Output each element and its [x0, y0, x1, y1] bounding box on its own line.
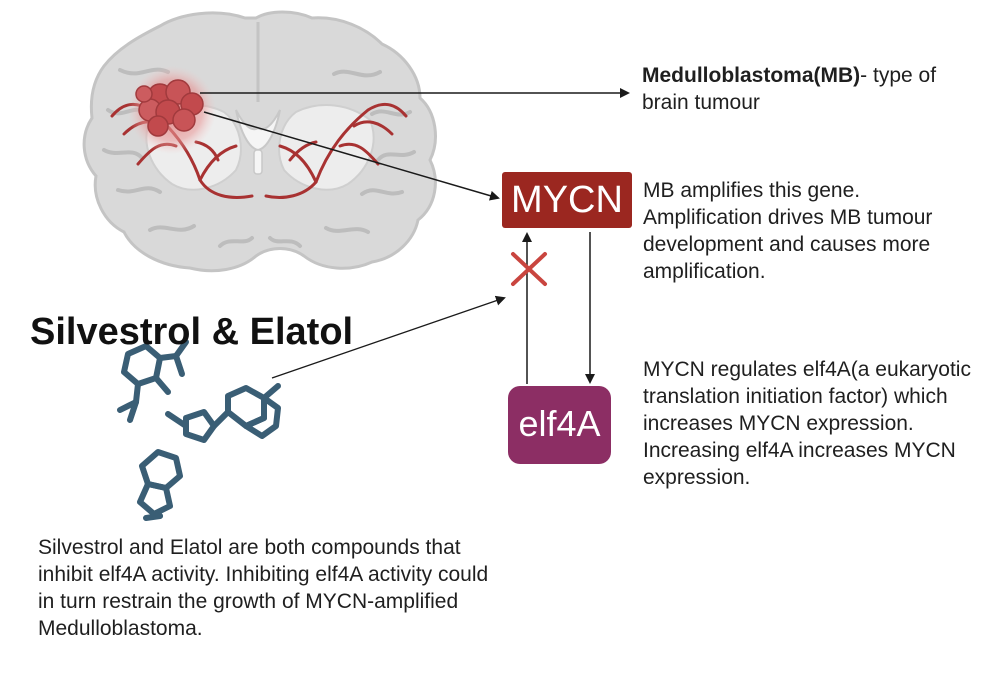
molecule-structure-icon	[117, 339, 281, 521]
compound-title: Silvestrol & Elatol	[30, 311, 354, 353]
inhibition-cross-icon	[511, 252, 547, 286]
arrow-tumour-to-mycn	[203, 111, 500, 201]
elf4a-box: elf4A	[508, 386, 611, 464]
brain-illustration	[82, 10, 437, 273]
medulloblastoma-definition: - type of brain tumour	[642, 64, 937, 114]
arrow-compounds-to-pathway	[271, 295, 506, 379]
elf4a-description: MYCN regulates elf4A(a eukaryotic transl…	[643, 358, 971, 489]
mycn-description: MB amplifies this gene. Amplification dr…	[643, 179, 933, 283]
tumour-mass	[128, 66, 216, 154]
compound-description: Silvestrol and Elatol are both compounds…	[38, 536, 489, 640]
medulloblastoma-label: Medulloblastoma(MB)- type of brain tumou…	[642, 62, 982, 116]
medulloblastoma-bold-term: Medulloblastoma(MB)	[642, 64, 861, 87]
mycn-gene-box: MYCN	[502, 172, 632, 228]
